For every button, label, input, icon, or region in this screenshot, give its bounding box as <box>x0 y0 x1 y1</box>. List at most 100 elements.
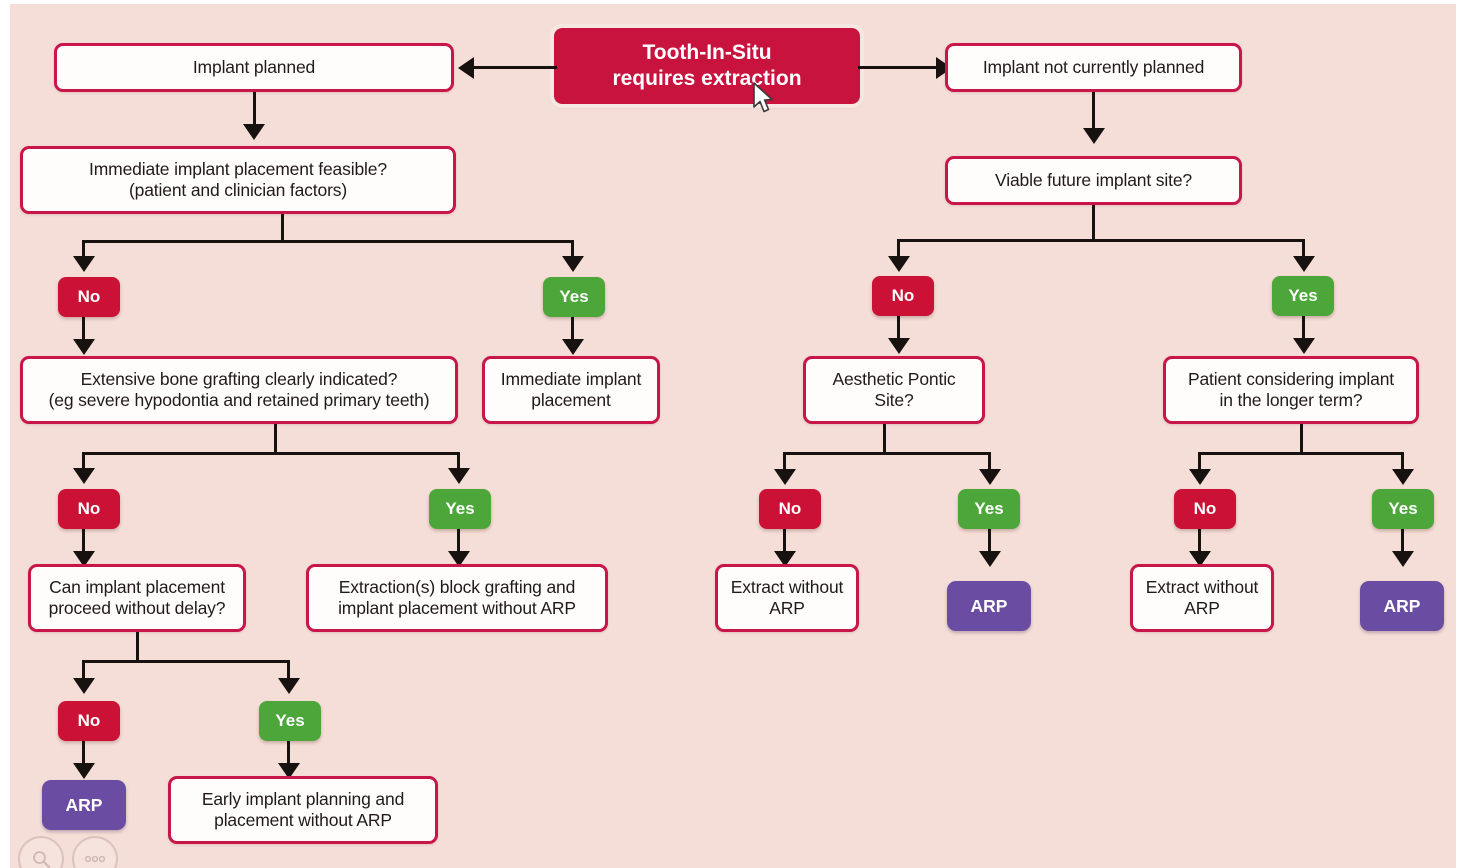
arrow-pontic-yes-to-arp-icon <box>979 551 1001 567</box>
connector-pontic-stem <box>883 424 886 452</box>
node-viable-future-site[interactable]: Viable future implant site? <box>945 156 1242 205</box>
node-proceed-line1: Can implant placement <box>49 577 225 598</box>
badge-pontic-no[interactable]: No <box>759 489 821 529</box>
badge-q1-yes-label: Yes <box>559 286 589 306</box>
connector-rq1-yes-drop <box>1302 239 1305 260</box>
node-block-grafting-line2: implant placement without ARP <box>338 598 576 618</box>
node-implant-planned-label: Implant planned <box>192 57 316 78</box>
badge-q1-no[interactable]: No <box>58 277 120 317</box>
badge-q1-yes[interactable]: Yes <box>543 277 605 317</box>
connector-q2-no-to-q3 <box>82 529 85 555</box>
node-arp-left-label: ARP <box>65 794 103 815</box>
node-immediate-placement-feasible[interactable]: Immediate implant placement feasible? (p… <box>20 146 456 214</box>
badge-rq1-yes[interactable]: Yes <box>1272 276 1334 316</box>
node-implant-planned[interactable]: Implant planned <box>54 43 454 92</box>
arrow-q2-yes-to-outcome-icon <box>448 551 470 567</box>
node-extraction-block-grafting[interactable]: Extraction(s) block grafting and implant… <box>306 564 608 632</box>
connector-rq1-stem <box>1092 205 1095 239</box>
node-immediate-implant-placement[interactable]: Immediate implant placement <box>482 356 660 424</box>
badge-patient-no-label: No <box>1193 498 1217 518</box>
connector-pontic-yes-to-arp <box>988 529 991 555</box>
zoom-control-button[interactable] <box>18 836 64 868</box>
arrow-q3-yes-icon <box>278 678 300 694</box>
connector-patient-stem <box>1300 424 1303 452</box>
badge-patient-yes-label: Yes <box>1388 498 1418 518</box>
badge-pontic-no-label: No <box>778 498 802 518</box>
connector-patient-yes-drop <box>1401 452 1404 473</box>
arrow-q3-no-to-arp-icon <box>73 763 95 779</box>
badge-q3-yes[interactable]: Yes <box>259 701 321 741</box>
root-node-tooth-in-situ[interactable]: Tooth-In-Situ requires extraction <box>550 24 864 108</box>
node-extract-without-arp-left[interactable]: Extract without ARP <box>715 564 859 632</box>
badge-q2-no-label: No <box>77 498 101 518</box>
magnifier-icon <box>33 851 51 868</box>
arrow-rq1-no-icon <box>888 256 910 272</box>
node-implant-not-planned-label: Implant not currently planned <box>982 57 1205 78</box>
node-extract-without-arp-right[interactable]: Extract without ARP <box>1130 564 1274 632</box>
connector-q2-no-drop <box>82 452 85 472</box>
connector-patient-no-drop <box>1198 452 1201 473</box>
node-early-planning-line1: Early implant planning and <box>201 789 405 810</box>
badge-rq1-no-label: No <box>891 285 915 305</box>
arrow-patient-yes-to-arp-icon <box>1392 551 1414 567</box>
arrow-root-to-left-icon <box>458 57 474 79</box>
arrow-patient-no-to-outcome-icon <box>1189 551 1211 567</box>
arrow-patient-yes-icon <box>1392 469 1414 485</box>
node-aesthetic-pontic-site[interactable]: Aesthetic Pontic Site? <box>803 356 985 424</box>
node-early-implant-planning[interactable]: Early implant planning and placement wit… <box>168 776 438 844</box>
connector-q1-no-to-q2 <box>82 317 85 343</box>
arrow-q3-yes-to-outcome-icon <box>278 763 300 779</box>
badge-q3-no[interactable]: No <box>58 701 120 741</box>
badge-pontic-yes[interactable]: Yes <box>958 489 1020 529</box>
node-extract-left-line1: Extract without <box>730 577 844 598</box>
arrow-to-q1-feasible-icon <box>243 124 265 140</box>
root-node-line1: Tooth-In-Situ <box>642 40 772 64</box>
node-can-implant-proceed[interactable]: Can implant placement proceed without de… <box>28 564 246 632</box>
connector-q1-yes-to-outcome <box>571 317 574 343</box>
connector-pontic-yes-drop <box>988 452 991 473</box>
node-arp-left[interactable]: ARP <box>42 780 126 830</box>
connector-root-to-left <box>465 66 557 69</box>
connector-rq1-yes-to-patient <box>1302 316 1305 342</box>
badge-rq1-no[interactable]: No <box>872 276 934 316</box>
node-patient-considering-implant[interactable]: Patient considering implant in the longe… <box>1163 356 1419 424</box>
connector-q1-bar <box>82 240 574 243</box>
connector-not-planned-down <box>1092 92 1095 132</box>
connector-q3-no-drop <box>82 660 85 682</box>
arrow-patient-no-icon <box>1189 469 1211 485</box>
arrow-q1-yes-to-outcome-icon <box>562 339 584 355</box>
connector-patient-yes-to-arp <box>1401 529 1404 555</box>
node-viable-site-label: Viable future implant site? <box>995 170 1192 191</box>
arrow-q1-no-to-q2-icon <box>73 339 95 355</box>
more-options-button[interactable] <box>72 836 118 868</box>
connector-q3-yes-drop <box>287 660 290 682</box>
connector-q2-yes-drop <box>457 452 460 472</box>
arrow-pontic-no-to-outcome-icon <box>774 551 796 567</box>
badge-pontic-yes-label: Yes <box>974 498 1004 518</box>
node-arp-patient-label: ARP <box>1383 595 1421 616</box>
badge-q3-yes-label: Yes <box>275 710 305 730</box>
connector-root-to-right <box>858 66 940 69</box>
badge-patient-no[interactable]: No <box>1174 489 1236 529</box>
arrow-q1-no-icon <box>73 256 95 272</box>
node-feasible-line1: Immediate implant placement feasible? <box>89 159 387 180</box>
node-arp-patient[interactable]: ARP <box>1360 581 1444 631</box>
arrow-rq1-yes-to-patient-icon <box>1293 338 1315 354</box>
node-proceed-line2: proceed without delay? <box>48 598 226 618</box>
node-patient-considering-line1: Patient considering implant <box>1187 369 1395 390</box>
badge-patient-yes[interactable]: Yes <box>1372 489 1434 529</box>
root-node-line2: requires extraction <box>612 67 802 90</box>
badge-q3-no-label: No <box>77 710 101 730</box>
badge-q2-yes[interactable]: Yes <box>429 489 491 529</box>
flowchart-canvas: Tooth-In-Situ requires extraction Implan… <box>10 4 1456 868</box>
node-grafting-line2: (eg severe hypodontia and retained prima… <box>48 390 430 410</box>
node-extensive-bone-grafting[interactable]: Extensive bone grafting clearly indicate… <box>20 356 458 424</box>
connector-q1-yes-drop <box>571 240 574 260</box>
node-arp-pontic[interactable]: ARP <box>947 581 1031 631</box>
node-early-planning-line2: placement without ARP <box>214 810 392 830</box>
node-implant-not-planned[interactable]: Implant not currently planned <box>945 43 1242 92</box>
node-grafting-line1: Extensive bone grafting clearly indicate… <box>80 369 398 390</box>
badge-q2-no[interactable]: No <box>58 489 120 529</box>
connector-patient-bar <box>1198 452 1404 455</box>
